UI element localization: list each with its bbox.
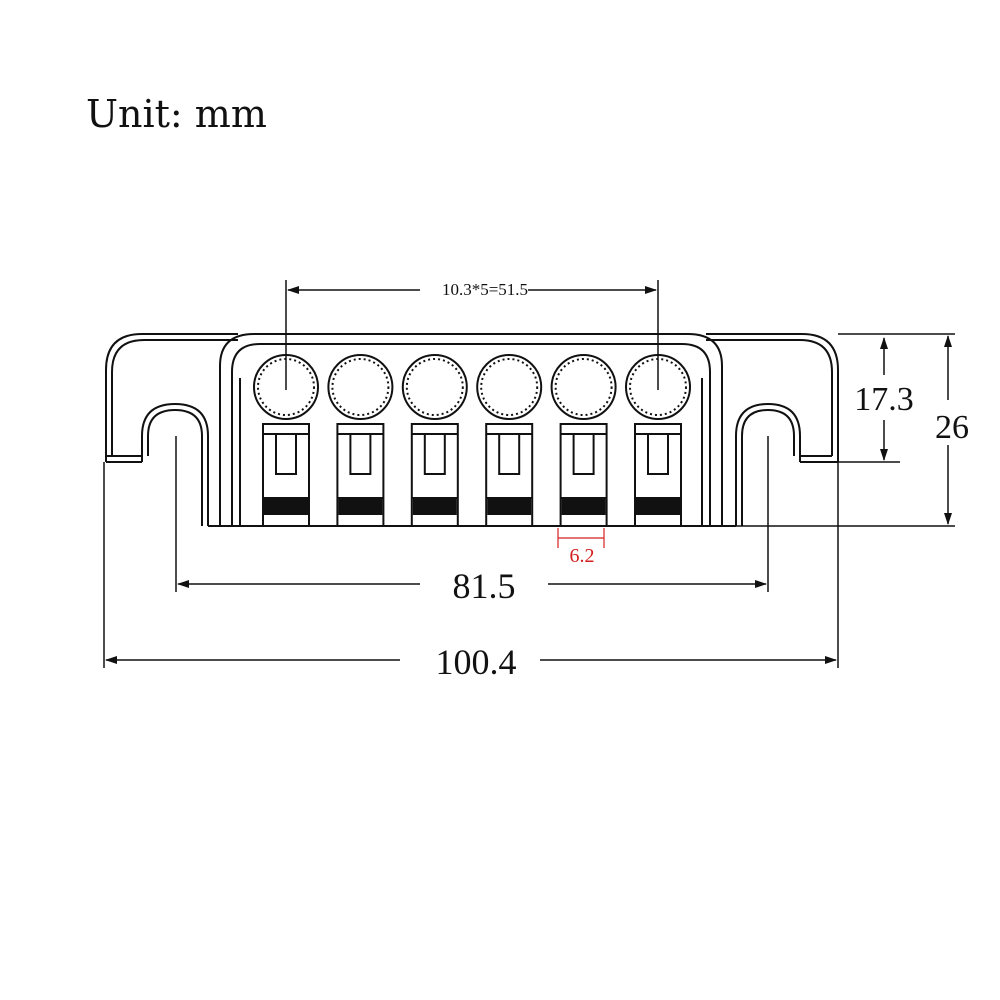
string-hole [401, 354, 468, 420]
string-holes [253, 354, 691, 420]
bridge-outline [105, 333, 839, 527]
right-mount-slot [735, 402, 801, 526]
string-hole [327, 354, 394, 420]
right-wing-outline [706, 333, 839, 462]
overall-width-label: 100.4 [436, 642, 517, 682]
inner-height-label: 17.3 [854, 381, 914, 418]
total-height-label: 26 [935, 409, 969, 446]
total-height-dimension [736, 333, 955, 527]
mount-spacing-label: 81.5 [453, 566, 516, 606]
saddle [634, 423, 682, 527]
saddle [410, 423, 459, 527]
saddles [262, 423, 682, 527]
string-hole-thread [554, 358, 613, 416]
saddle [262, 423, 310, 527]
saddle [336, 423, 385, 527]
string-hole [550, 354, 617, 420]
right-wing-inner-outline [706, 339, 833, 456]
string-spacing-label: 10.3*5=51.5 [442, 280, 528, 299]
overall-width-dimension [103, 462, 839, 668]
string-hole-thread [480, 358, 539, 416]
saddle [485, 423, 534, 527]
inner-height-dimension [800, 337, 900, 463]
center-body-outline [219, 333, 723, 526]
left-mount-slot [141, 402, 209, 526]
saddle [559, 423, 608, 527]
mount-spacing-dimension [175, 436, 769, 592]
string-hole-thread [405, 358, 464, 416]
left-wing-inner-outline [111, 339, 238, 456]
string-hole [476, 354, 543, 420]
saddle-width-dimension [557, 528, 605, 548]
left-wing-outline [105, 333, 238, 462]
string-hole-thread [331, 358, 390, 416]
saddle-width-label: 6.2 [570, 545, 595, 567]
unit-label: Unit: mm [86, 92, 267, 136]
string-spacing-dimension [285, 280, 659, 390]
